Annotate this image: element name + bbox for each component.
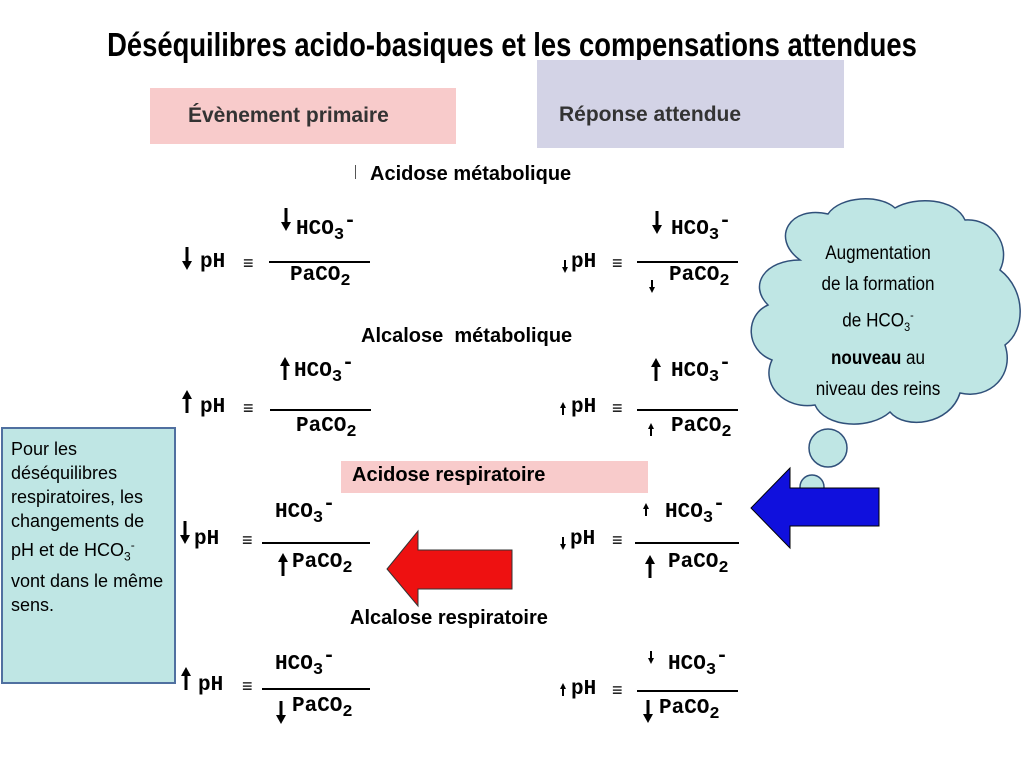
small-divider	[355, 165, 356, 179]
primary-event-header: Évènement primaire	[150, 88, 456, 144]
cloud-line-3: de HCO3-	[842, 308, 914, 335]
blue-left-arrow-icon	[750, 466, 880, 550]
ph-label: pH	[571, 251, 597, 274]
hco3-up-arrow-icon	[278, 355, 292, 382]
hco3-numerator: HCO3-	[275, 645, 336, 681]
section-acidose-respiratoire-box: Acidose respiratoire	[341, 461, 648, 493]
ph-label: pH	[571, 678, 597, 701]
hco3-numerator: HCO3-	[294, 352, 355, 388]
cloud-line-4: nouveau au	[830, 348, 926, 370]
expected-response-label: Réponse attendue	[559, 103, 742, 126]
ph-label: pH	[570, 528, 596, 551]
ph-up-small-arrow-icon	[559, 682, 567, 697]
hco3-down-arrow-icon	[279, 206, 293, 233]
equiv-sign: ≡	[612, 530, 623, 550]
paco2-up-arrow-icon	[276, 551, 290, 578]
fraction-bar	[635, 542, 739, 544]
cloud-line-1: Augmentation	[825, 243, 931, 264]
red-left-arrow-icon	[386, 529, 513, 608]
ph-down-arrow-icon	[178, 519, 192, 546]
equiv-sign: ≡	[612, 398, 623, 418]
ph-down-arrow-icon	[180, 245, 194, 272]
paco2-denominator: PaCO2	[290, 264, 351, 292]
paco2-up-arrow-icon	[643, 553, 657, 580]
primary-event-label: Évènement primaire	[188, 104, 389, 127]
ph-down-small-arrow-icon	[561, 259, 569, 274]
paco2-up-small-arrow-icon	[647, 422, 655, 437]
hco3-up-arrow-icon	[649, 356, 663, 383]
cloud-line-5: niveau des reins	[815, 379, 941, 401]
fraction-bar	[637, 409, 738, 411]
cloud-text: Augmentation de la formation de HCO3- no…	[790, 238, 966, 405]
paco2-denominator: PaCO2	[671, 415, 732, 443]
respiratory-note-box: Pour les déséquilibres respiratoires, le…	[1, 427, 176, 684]
ph-label: pH	[198, 674, 224, 697]
hco3-down-arrow-icon	[650, 209, 664, 236]
hco3-numerator: HCO3-	[671, 210, 732, 246]
cloud-line-2: de la formation	[821, 274, 935, 295]
paco2-denominator: PaCO2	[296, 415, 357, 443]
paco2-down-small-arrow-icon	[648, 279, 656, 294]
ph-up-small-arrow-icon	[559, 401, 567, 416]
paco2-denominator: PaCO2	[292, 551, 353, 579]
paco2-down-arrow-icon	[641, 698, 655, 725]
ph-label: pH	[571, 396, 597, 419]
section-acidose-metabolique: Acidose métabolique	[370, 163, 572, 185]
expected-response-header: Réponse attendue	[537, 60, 844, 148]
hco3-numerator: HCO3-	[275, 493, 336, 529]
page-title: Déséquilibres acido-basiques et les comp…	[107, 26, 917, 63]
section-alcalose-metabolique: Alcalose métabolique	[361, 325, 573, 347]
ph-down-small-arrow-icon	[559, 536, 567, 551]
fraction-bar	[262, 542, 370, 544]
hco3-numerator: HCO3-	[665, 493, 726, 529]
hco3-down-small-arrow-icon	[647, 650, 655, 665]
fraction-bar	[637, 261, 738, 263]
fraction-bar	[269, 261, 370, 263]
fraction-bar	[262, 688, 370, 690]
hco3-up-small-arrow-icon	[642, 502, 650, 517]
section-acidose-respiratoire: Acidose respiratoire	[352, 464, 546, 486]
fraction-bar	[637, 690, 738, 692]
ph-label: pH	[200, 396, 226, 419]
ph-label: pH	[200, 251, 226, 274]
paco2-denominator: PaCO2	[659, 697, 720, 725]
ph-up-arrow-icon	[179, 665, 193, 692]
paco2-denominator: PaCO2	[292, 695, 353, 723]
fraction-bar	[270, 409, 371, 411]
equiv-sign: ≡	[243, 398, 254, 418]
ph-up-arrow-icon	[180, 388, 194, 415]
ph-label: pH	[194, 528, 220, 551]
equiv-sign: ≡	[612, 680, 623, 700]
section-alcalose-respiratoire: Alcalose respiratoire	[350, 607, 548, 629]
paco2-down-arrow-icon	[274, 699, 288, 726]
paco2-denominator: PaCO2	[668, 551, 729, 579]
equiv-sign: ≡	[612, 253, 623, 273]
equiv-sign: ≡	[242, 530, 253, 550]
equiv-sign: ≡	[242, 676, 253, 696]
paco2-denominator: PaCO2	[669, 264, 730, 292]
hco3-numerator: HCO3-	[671, 352, 732, 388]
equiv-sign: ≡	[243, 253, 254, 273]
note-text-end: vont dans le même sens.	[11, 570, 164, 615]
hco3-numerator: HCO3-	[668, 645, 729, 681]
note-text: Pour les déséquilibres respiratoires, le…	[11, 439, 145, 560]
hco3-numerator: HCO3-	[296, 210, 357, 246]
